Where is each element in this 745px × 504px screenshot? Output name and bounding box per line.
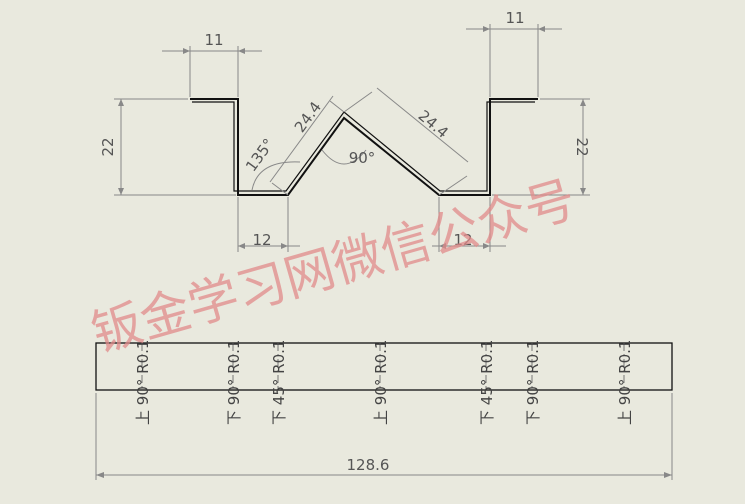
bend-angle: 45° (270, 379, 288, 410)
bend-direction: 下 (225, 410, 243, 425)
bend-radius: R0.1 (134, 340, 152, 379)
profile-outline-outer (190, 98, 538, 196)
bend-radius: R0.1 (616, 340, 634, 379)
bend-label: 下 90° R0.1 (524, 340, 542, 425)
bend-direction: 上 (134, 410, 152, 425)
dim-right-height: 22 (573, 137, 591, 156)
bend-angle: 90° (134, 379, 152, 410)
dim-total-length: 128.6 (347, 456, 390, 474)
bend-label: 上 90° R0.1 (134, 340, 152, 425)
watermark-text: 钣金学习网微信公众号 (85, 170, 582, 364)
profile-outline-inner (192, 101, 535, 192)
bend-direction: 下 (524, 410, 542, 425)
bend-direction: 上 (616, 410, 634, 425)
dim-bottom-left: 12 (252, 231, 271, 249)
bend-angle: 90° (616, 379, 634, 410)
bend-label: 下 45° R0.1 (270, 340, 288, 425)
bend-direction: 上 (372, 410, 390, 425)
bend-angle: 45° (478, 379, 496, 410)
bend-radius: R0.1 (372, 340, 390, 379)
bend-radius: R0.1 (524, 340, 542, 379)
dim-left-slope: 24.4 (291, 98, 325, 136)
dim-top-left-flange: 11 (204, 31, 223, 49)
bend-radius: R0.1 (478, 340, 496, 379)
dim-angle-right: 90° (349, 149, 376, 167)
flat-pattern-outline (95, 342, 673, 391)
dim-top-right-flange: 11 (505, 9, 524, 27)
bend-label: 上 90° R0.1 (616, 340, 634, 425)
bend-label: 下 45° R0.1 (478, 340, 496, 425)
bend-angle: 90° (372, 379, 390, 410)
bend-direction: 下 (478, 410, 496, 425)
bend-angle: 90° (524, 379, 542, 410)
dim-left-height: 22 (99, 137, 117, 156)
dim-right-slope: 24.4 (415, 107, 452, 142)
bend-label: 上 90° R0.1 (372, 340, 390, 425)
dim-bottom-right: 12 (453, 231, 472, 249)
bend-radius: R0.1 (270, 340, 288, 379)
bend-radius: R0.1 (225, 340, 243, 379)
bend-label: 下 90° R0.1 (225, 340, 243, 425)
flat-pattern-view: 128.6 上 90° R0.1下 90° R0.1下 45° R0.1上 90… (95, 340, 673, 480)
dim-angle-obtuse: 135° (242, 135, 278, 175)
bend-angle: 90° (225, 379, 243, 410)
bend-direction: 下 (270, 410, 288, 425)
